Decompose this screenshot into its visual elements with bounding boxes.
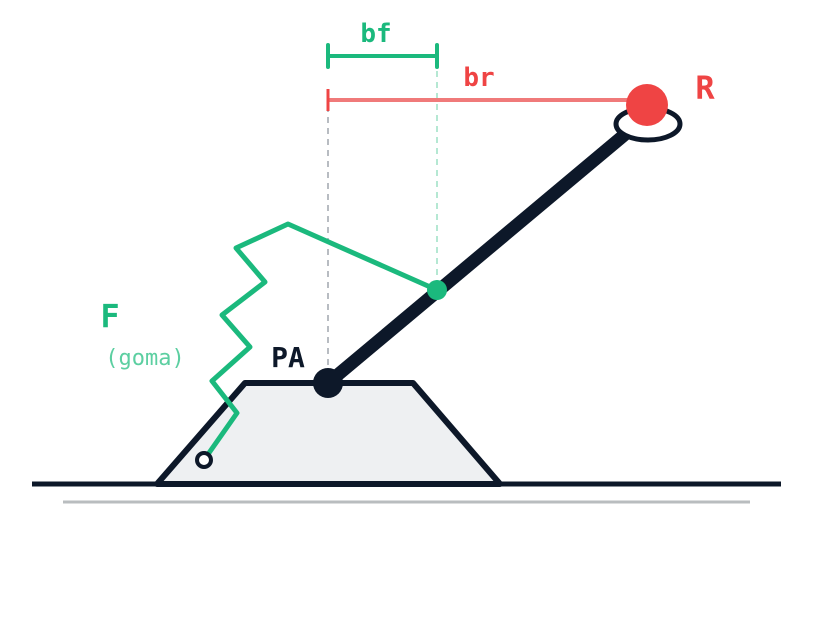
br-dimension (326, 89, 630, 111)
bf-dimension (326, 43, 439, 69)
lever-base (154, 380, 503, 487)
pivot-label: PA (271, 341, 305, 374)
pivot-joint-icon (313, 368, 343, 398)
lever-arm (321, 124, 636, 390)
bf-label: bf (360, 19, 391, 49)
force-application-point (427, 280, 447, 300)
force-label: F (100, 297, 119, 335)
force-note: (goma) (105, 346, 184, 371)
resistance-label: R (695, 69, 715, 107)
resistance-ball-icon (626, 84, 668, 126)
elastic-band-icon (201, 221, 440, 463)
br-label: br (463, 63, 494, 93)
band-anchor-hook (195, 451, 213, 469)
